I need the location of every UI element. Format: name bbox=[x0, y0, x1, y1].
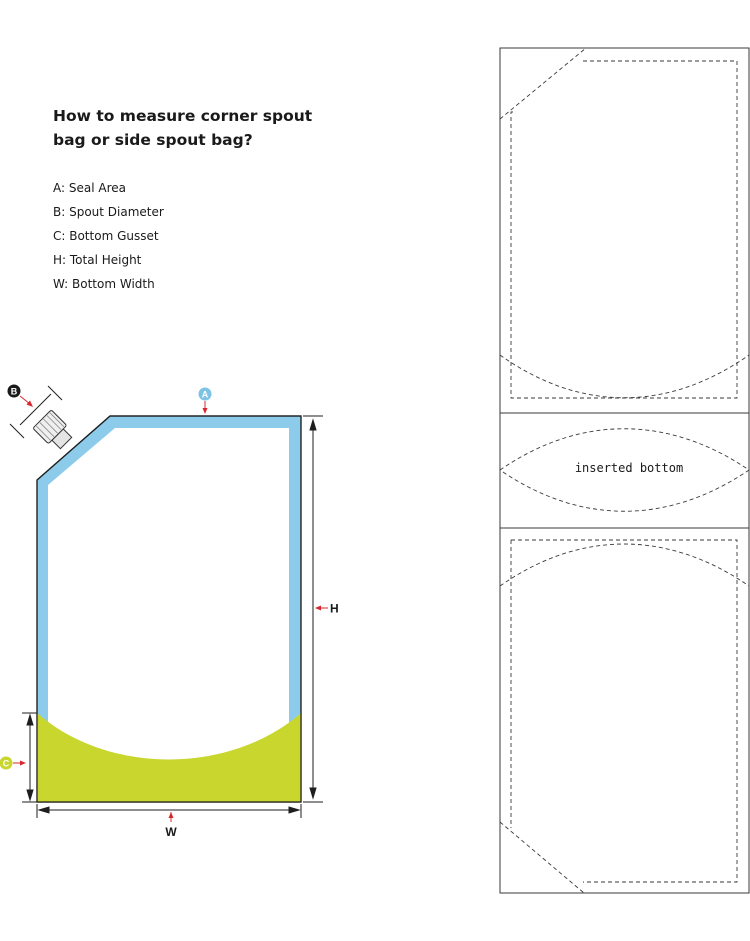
panel-bottom-section bbox=[499, 539, 750, 894]
spout-tick-1 bbox=[9, 423, 25, 439]
marker-b-circle bbox=[7, 384, 21, 398]
marker-b-arrowhead bbox=[26, 400, 33, 407]
panel-middle-section bbox=[499, 428, 750, 512]
gusset-arrow-top bbox=[26, 713, 34, 726]
panel-bottom-spout-fold bbox=[499, 821, 585, 894]
panel-top-inner-outline bbox=[510, 60, 738, 399]
panel-bottom-inner-outline bbox=[510, 539, 738, 883]
legend-spout-diameter: B: Spout Diameter bbox=[53, 205, 164, 219]
spout-cap-ridge bbox=[39, 422, 55, 437]
inserted-bottom-label: inserted bottom bbox=[575, 461, 683, 475]
bottom-gusset bbox=[37, 713, 301, 802]
marker-w-arrowhead bbox=[168, 812, 174, 818]
spout-cap bbox=[33, 410, 67, 444]
spout-cap-ridge bbox=[43, 418, 58, 434]
title-line-2: bag or side spout bag? bbox=[53, 131, 253, 149]
marker-a: A bbox=[198, 387, 212, 414]
pouch-outline bbox=[36, 415, 302, 803]
marker-c-circle bbox=[0, 756, 13, 770]
panel-top-gusset-curve bbox=[499, 354, 750, 399]
spout-dimension-line bbox=[19, 393, 52, 426]
gusset-arrow-bottom bbox=[26, 789, 34, 802]
panel-top-section bbox=[499, 47, 750, 399]
spout bbox=[33, 410, 73, 450]
panel-top-spout-fold bbox=[499, 47, 587, 120]
legend-bottom-width: W: Bottom Width bbox=[53, 277, 155, 291]
height-arrow-top bbox=[309, 418, 317, 431]
spout-cap-ridge bbox=[36, 425, 51, 441]
pouch-inner-area bbox=[48, 428, 289, 795]
spout-cap-ridge bbox=[46, 415, 62, 430]
measurement-legend: A: Seal Area B: Spout Diameter C: Bottom… bbox=[53, 178, 164, 298]
legend-total-height: H: Total Height bbox=[53, 253, 142, 267]
marker-w: W bbox=[165, 812, 177, 839]
marker-w-letter: W bbox=[165, 825, 177, 839]
inserted-bottom-outline bbox=[499, 428, 750, 512]
marker-h: H bbox=[315, 602, 339, 616]
marker-h-letter: H bbox=[330, 602, 339, 616]
legend-seal-area: A: Seal Area bbox=[53, 181, 126, 195]
marker-a-arrowhead bbox=[202, 408, 208, 414]
height-arrow-bottom bbox=[309, 787, 317, 800]
marker-b-letter: B bbox=[11, 387, 18, 397]
marker-h-arrowhead bbox=[315, 605, 321, 611]
spout-pouch bbox=[33, 410, 302, 803]
dimension-lines bbox=[9, 385, 323, 818]
legend-bottom-gusset: C: Bottom Gusset bbox=[53, 229, 159, 243]
spout-tick-2 bbox=[47, 385, 63, 401]
marker-c-letter: C bbox=[3, 759, 10, 769]
marker-a-letter: A bbox=[202, 390, 209, 400]
marker-c: C bbox=[0, 756, 26, 770]
marker-c-arrowhead bbox=[20, 760, 26, 766]
width-arrow-left bbox=[37, 806, 50, 814]
blank-layout-panel bbox=[499, 47, 750, 894]
marker-b: B bbox=[7, 384, 33, 407]
width-arrow-right bbox=[288, 806, 301, 814]
marker-a-circle bbox=[198, 387, 212, 401]
page-title: How to measure corner spout bag or side … bbox=[53, 104, 353, 152]
panel-bottom-gusset-curve bbox=[499, 543, 750, 587]
title-line-1: How to measure corner spout bbox=[53, 107, 313, 125]
spout-cap-ridge bbox=[49, 412, 65, 428]
